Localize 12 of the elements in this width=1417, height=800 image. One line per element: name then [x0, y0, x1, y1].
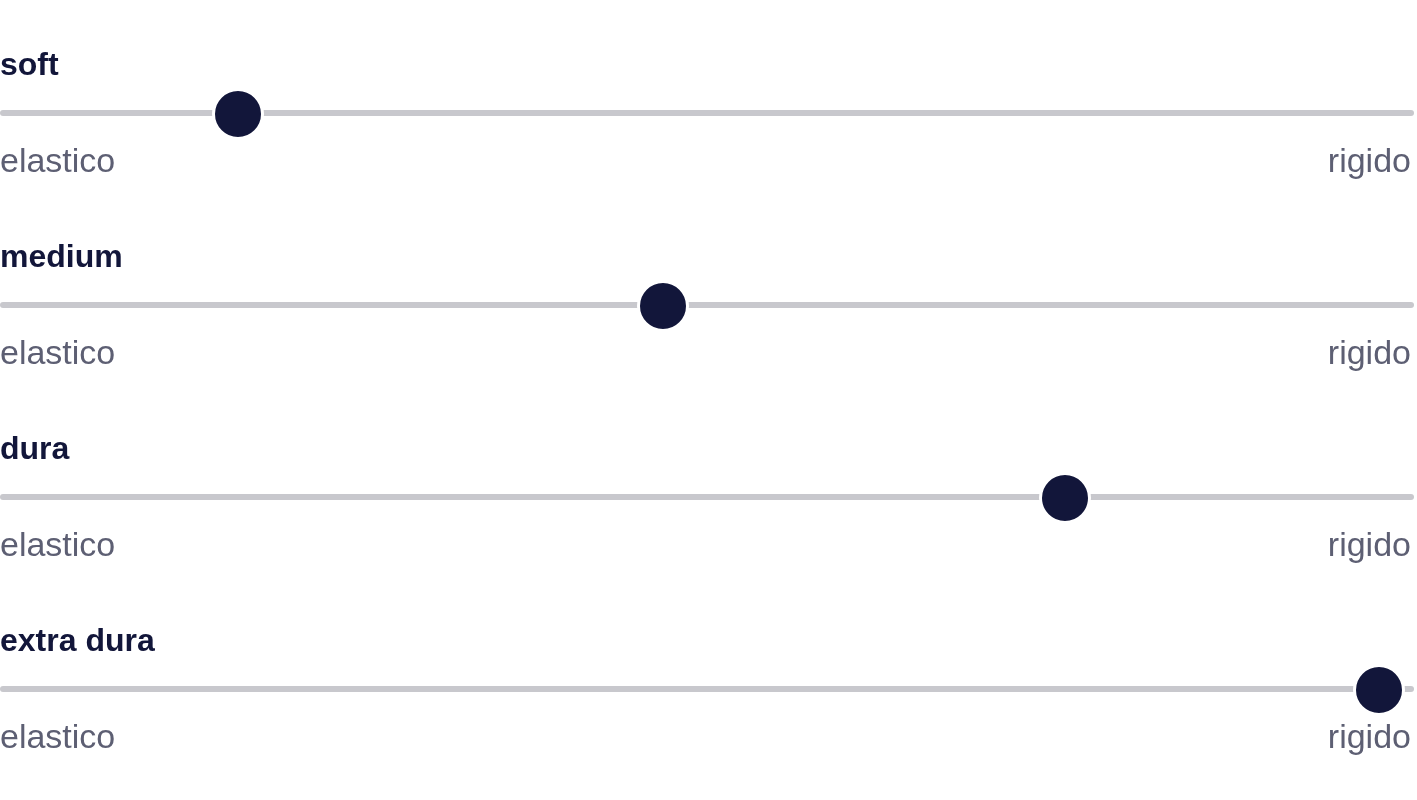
scale-label: elastico: [0, 716, 116, 756]
scale-label: rigido: [1327, 140, 1411, 180]
scale-label: rigido: [1327, 716, 1411, 756]
scale-label: rigido: [1327, 332, 1411, 372]
slider-title: soft: [0, 45, 59, 84]
scale-label: elastico: [0, 524, 116, 564]
scale-label: rigido: [1327, 524, 1411, 564]
scale-label: elastico: [0, 140, 116, 180]
slider-title: medium: [0, 237, 123, 276]
scale-label: elastico: [0, 332, 116, 372]
slider-title: extra dura: [0, 621, 155, 660]
slider-title: dura: [0, 429, 70, 468]
